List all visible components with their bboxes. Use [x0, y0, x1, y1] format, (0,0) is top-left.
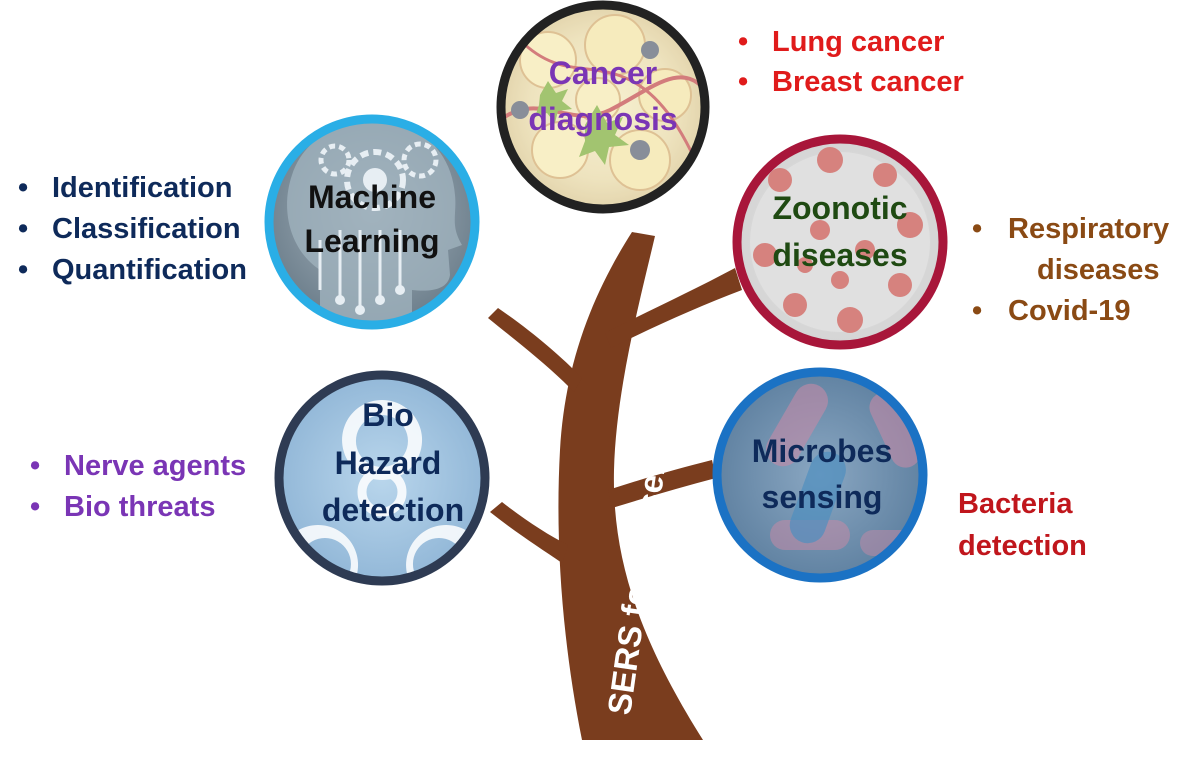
branch-ml: [488, 308, 582, 392]
node-microbes-sensing: Microbes sensing: [712, 367, 928, 583]
ai-head-icon: [287, 121, 462, 325]
list-item: •Identification: [18, 172, 233, 204]
node-cancer-diagnosis: Cancer diagnosis: [496, 0, 710, 214]
list-item: detection: [958, 530, 1087, 562]
list-item: •Bio threats: [30, 491, 216, 523]
branch-zoonotic: [605, 268, 742, 348]
list-item-continuation: diseases: [1037, 254, 1160, 286]
cancer-list: •Lung cancer •Breast cancer: [738, 22, 964, 102]
ml-title-line1: Machine: [308, 179, 436, 215]
microbes-list: Bacteria detection: [958, 483, 1087, 567]
microbes-title-line1: Microbes: [752, 433, 892, 469]
list-item: •Covid-19: [972, 295, 1131, 327]
branch-biohazard: [490, 502, 568, 563]
microbes-title-line2: sensing: [762, 479, 883, 515]
branch-microbes: [608, 460, 716, 508]
biohazard-title-line1: Bio: [362, 397, 414, 433]
list-item: •Quantification: [18, 254, 247, 286]
tree-trunk: [558, 232, 703, 740]
cancer-cells-icon: [501, 5, 705, 209]
ml-list: •Identification •Classification •Quantif…: [18, 168, 247, 291]
zoonotic-title-line1: Zoonotic: [772, 190, 907, 226]
ml-title-line2: Learning: [304, 223, 439, 259]
cancer-title-line1: Cancer: [549, 55, 658, 91]
zoonotic-title-line2: diseases: [772, 237, 907, 273]
biohazard-list: •Nerve agents •Bio threats: [30, 446, 246, 528]
list-item: •Respiratory: [972, 213, 1170, 245]
node-bio-hazard: Bio Hazard detection: [274, 370, 490, 586]
virus-icon: [737, 139, 943, 345]
list-item: •Classification: [18, 213, 241, 245]
biohazard-title-line2: Hazard: [335, 445, 442, 481]
tree: SERS for Biosensing: [488, 232, 742, 740]
cancer-title-line2: diagnosis: [528, 101, 677, 137]
list-item: •Breast cancer: [738, 66, 964, 98]
list-item: •Nerve agents: [30, 450, 247, 482]
node-machine-learning: Machine Learning: [264, 114, 480, 330]
biohazard-title-line3: detection: [322, 492, 464, 528]
zoonotic-list: •Respiratory diseases •Covid-19: [972, 209, 1169, 332]
list-item: Bacteria: [958, 488, 1073, 520]
node-zoonotic-diseases: Zoonotic diseases: [732, 134, 948, 350]
list-item: •Lung cancer: [738, 26, 945, 58]
